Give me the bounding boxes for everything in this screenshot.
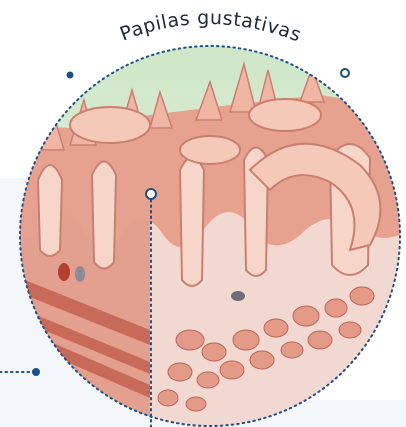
vessel-gray-small bbox=[231, 291, 245, 301]
title-arc-label: Papilas gustativas bbox=[117, 7, 305, 47]
vessel-gray bbox=[75, 266, 85, 282]
pointer-marker-open-center bbox=[146, 189, 156, 199]
title-arc-textpath: Papilas gustativas bbox=[117, 7, 305, 47]
arc-marker-open-right bbox=[341, 69, 349, 77]
pointer-marker-filled-left bbox=[32, 368, 40, 376]
vessel-red bbox=[58, 263, 70, 281]
arc-marker-filled-left bbox=[67, 72, 74, 79]
